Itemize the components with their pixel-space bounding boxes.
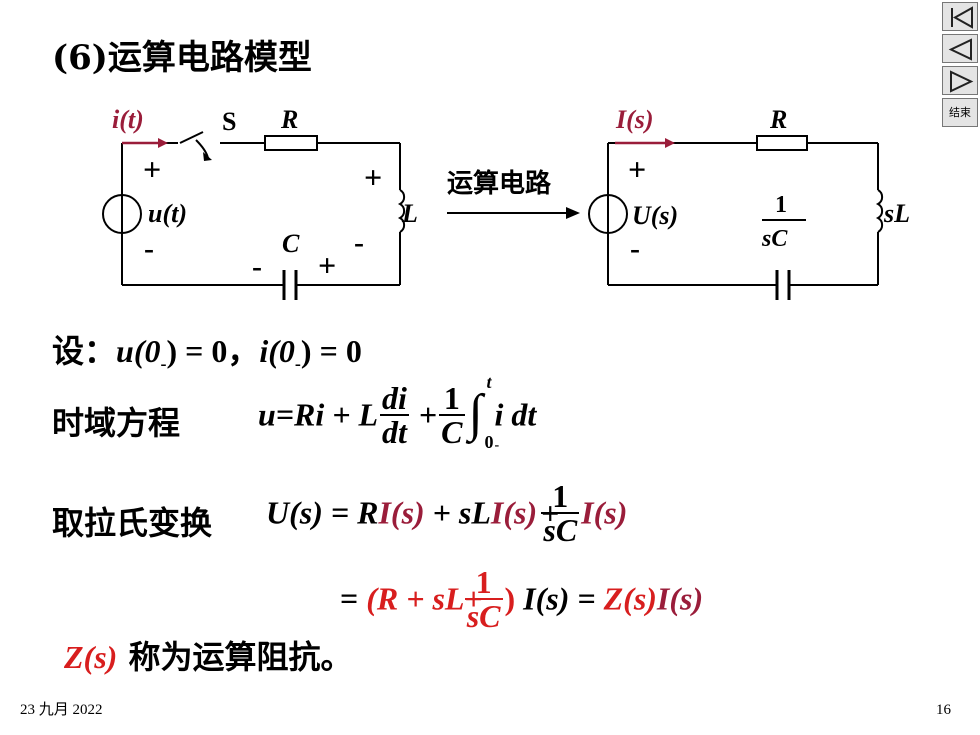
capacitor-minus: -	[252, 250, 262, 283]
left-resistor-label: R	[280, 105, 298, 134]
left-source-plus: +	[143, 151, 161, 187]
right-resistor-label: R	[769, 105, 787, 134]
left-source-minus: -	[144, 232, 154, 265]
left-current-label: i(t)	[112, 105, 144, 134]
end-show-button[interactable]: 结束	[942, 98, 978, 127]
first-slide-button[interactable]	[942, 2, 978, 31]
right-source-label: U(s)	[632, 201, 678, 230]
slide-title: (6)运算电路模型	[52, 38, 312, 78]
right-inductor-label: sL	[883, 199, 910, 228]
circuit-diagrams: i(t) S R + u(t) - + L - C - + 运算电路 I(s) …	[102, 105, 910, 300]
inductor-plus: +	[364, 159, 382, 195]
time-eq-label: 时域方程	[52, 404, 181, 442]
right-source-plus: +	[628, 151, 646, 187]
inductor-minus: -	[354, 226, 364, 259]
left-capacitor-label: C	[282, 229, 300, 258]
inductor-right	[875, 189, 884, 233]
resistor-left	[264, 135, 318, 151]
right-cap-denominator: sC	[761, 226, 788, 252]
transform-label: 运算电路	[447, 168, 552, 198]
first-icon	[951, 6, 973, 29]
prev-icon	[948, 38, 972, 61]
right-source-minus: -	[630, 232, 640, 265]
next-slide-button[interactable]	[942, 66, 978, 95]
prev-slide-button[interactable]	[942, 34, 978, 63]
inductor-left	[397, 189, 406, 233]
left-inductor-label: L	[401, 199, 418, 228]
initial-conditions: 设：u(0-) = 0，i(0-) = 0	[52, 332, 362, 374]
end-label: 结束	[949, 106, 971, 119]
impedance-note: Z(s) 称为运算阻抗。	[64, 638, 353, 676]
right-cap-numerator: 1	[775, 192, 787, 218]
resistor-right	[756, 135, 808, 151]
laplace-label: 取拉氏变换	[52, 504, 213, 542]
left-source-label: u(t)	[148, 199, 187, 228]
slide-date: 23 九月 2022	[20, 702, 103, 718]
switch-blade	[179, 131, 204, 144]
next-icon	[950, 70, 974, 93]
right-current-label: I(s)	[615, 105, 654, 134]
capacitor-plus: +	[318, 247, 336, 283]
switch-label: S	[222, 107, 236, 136]
page-number: 16	[936, 702, 951, 718]
